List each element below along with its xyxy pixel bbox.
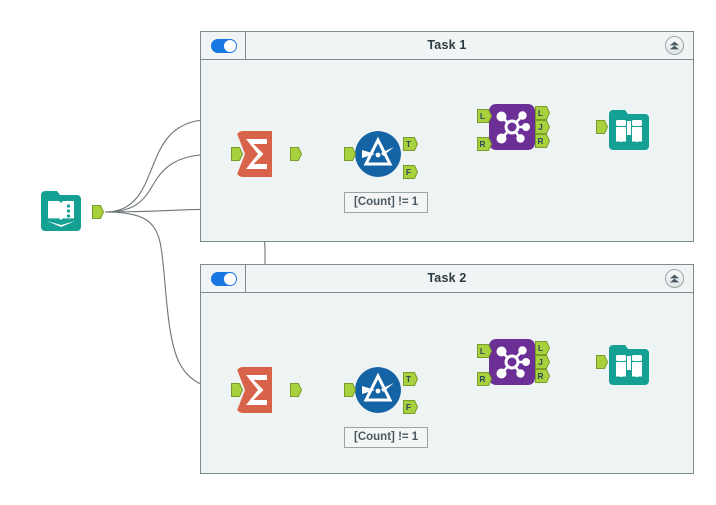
port-arrow-icon	[344, 147, 356, 161]
task-2-title: Task 2	[427, 271, 467, 285]
funnel-icon	[355, 131, 401, 177]
task-1-join-tool[interactable]	[489, 104, 535, 150]
task-1-join-right-input-label: R	[479, 139, 486, 149]
task-1-join-left-input-port[interactable]: L	[477, 109, 492, 123]
book-directory-icon	[41, 191, 81, 231]
port-arrow-icon	[403, 400, 418, 414]
task-2-filter-false-port[interactable]: F	[403, 400, 418, 414]
task-1-join-left-input-label: L	[479, 111, 486, 121]
port-arrow-icon	[535, 134, 550, 148]
funnel-icon	[355, 367, 401, 413]
port-arrow-icon	[231, 383, 243, 397]
node-network-icon	[489, 104, 535, 150]
task-1-filter-false-label: F	[405, 167, 412, 177]
port-arrow-icon	[290, 147, 302, 161]
port-arrow-icon	[344, 383, 356, 397]
task-1-join-join-output-port[interactable]: J	[535, 120, 550, 134]
task-1-filter-true-label: T	[405, 139, 412, 149]
port-arrow-icon	[596, 120, 608, 134]
task-1-collapse-button[interactable]	[665, 36, 684, 55]
task-1-filter-input-port[interactable]	[344, 147, 356, 161]
task-1-filter-tool[interactable]	[355, 131, 401, 177]
input-data-tool[interactable]	[38, 188, 84, 234]
task-2-filter-input-port[interactable]	[344, 383, 356, 397]
task-1-join-right-input-port[interactable]: R	[477, 137, 492, 151]
chevron-double-up-icon	[669, 274, 680, 283]
task-2-join-left-output-port[interactable]: L	[535, 341, 550, 355]
task-2-join-tool[interactable]	[489, 339, 535, 385]
chevron-double-up-icon	[669, 41, 680, 50]
task-2-header: Task 2	[201, 265, 693, 293]
input-data-output-port[interactable]	[92, 205, 104, 219]
task-2-join-left-input-label: L	[479, 346, 486, 356]
task-2-summarize-output-port[interactable]	[290, 383, 302, 397]
task-2-browse-input-port[interactable]	[596, 355, 608, 369]
task-1-header: Task 1	[201, 32, 693, 60]
task-2-summarize-tool[interactable]	[236, 367, 282, 413]
task-1-browse-tool[interactable]	[606, 107, 652, 153]
task-2-join-right-input-port[interactable]: R	[477, 372, 492, 386]
task-2-filter-tool[interactable]	[355, 367, 401, 413]
task-1-join-join-output-label: J	[538, 122, 543, 132]
task-2-join-left-output-label: L	[537, 343, 544, 353]
port-arrow-icon	[477, 372, 492, 386]
port-arrow-icon	[535, 341, 550, 355]
port-arrow-icon	[403, 372, 418, 386]
port-arrow-icon	[596, 355, 608, 369]
task-2-collapse-button[interactable]	[665, 269, 684, 288]
task-2-join-right-input-label: R	[479, 374, 486, 384]
port-arrow-icon	[231, 147, 243, 161]
port-arrow-icon	[92, 205, 104, 219]
task-2-browse-tool[interactable]	[606, 342, 652, 388]
task-1-summarize-output-port[interactable]	[290, 147, 302, 161]
task-2-join-right-output-label: R	[537, 371, 544, 381]
port-arrow-icon	[290, 383, 302, 397]
binoculars-icon	[609, 110, 649, 150]
binoculars-icon	[609, 345, 649, 385]
port-arrow-icon	[535, 120, 550, 134]
task-2-filter-expression: [Count] != 1	[344, 427, 429, 448]
task-1-enable-toggle[interactable]	[211, 39, 237, 53]
task-2-join-join-output-port[interactable]: J	[535, 355, 550, 369]
port-arrow-icon	[535, 106, 550, 120]
sigma-icon	[236, 367, 272, 413]
task-1-join-left-output-port[interactable]: L	[535, 106, 550, 120]
task-1-header-divider	[245, 32, 246, 59]
task-2-filter-false-label: F	[405, 402, 412, 412]
port-arrow-icon	[535, 369, 550, 383]
task-2-filter-true-port[interactable]: T	[403, 372, 418, 386]
task-1-filter-true-port[interactable]: T	[403, 137, 418, 151]
task-1-join-left-output-label: L	[537, 108, 544, 118]
task-1-filter-expression: [Count] != 1	[344, 192, 429, 213]
task-2-join-left-input-port[interactable]: L	[477, 344, 492, 358]
node-network-icon	[489, 339, 535, 385]
task-2-summarize-input-port[interactable]	[231, 383, 243, 397]
task-1-filter-false-port[interactable]: F	[403, 165, 418, 179]
task-2-filter-true-label: T	[405, 374, 412, 384]
task-1-join-right-output-label: R	[537, 136, 544, 146]
task-2-join-join-output-label: J	[538, 357, 543, 367]
task-1-join-right-output-port[interactable]: R	[535, 134, 550, 148]
port-arrow-icon	[535, 355, 550, 369]
task-2-join-right-output-port[interactable]: R	[535, 369, 550, 383]
task-1-browse-input-port[interactable]	[596, 120, 608, 134]
task-1-title: Task 1	[427, 38, 467, 52]
task-1-summarize-input-port[interactable]	[231, 147, 243, 161]
